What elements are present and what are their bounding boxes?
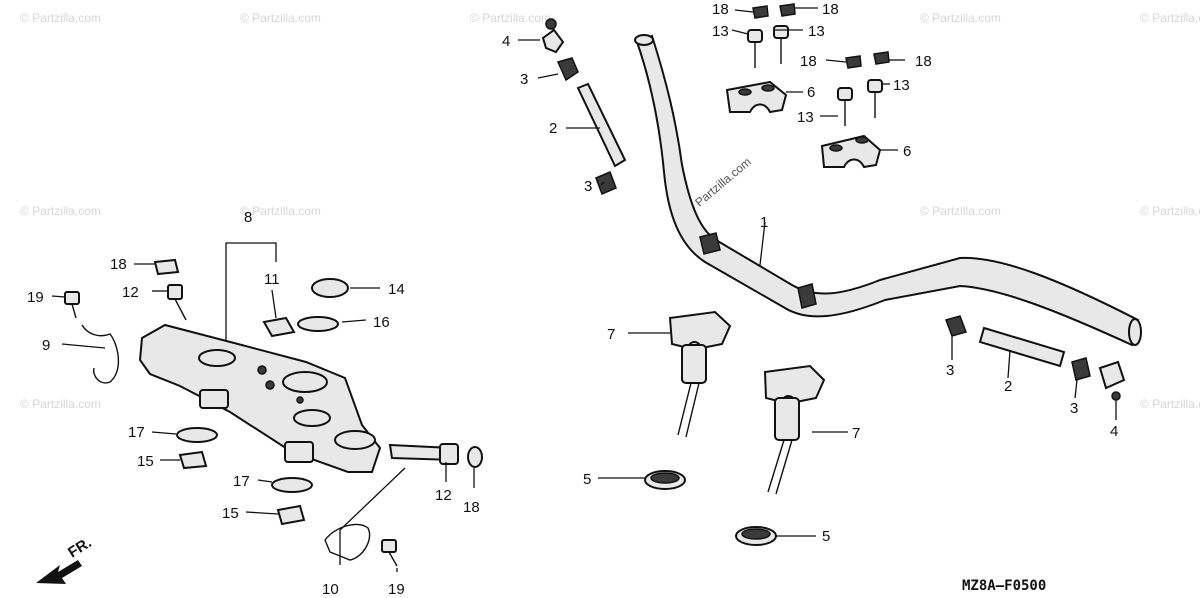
callout-17: 17 xyxy=(128,424,145,441)
callout-19: 19 xyxy=(27,289,44,306)
callout-18: 18 xyxy=(800,53,817,70)
watermark: © Partzilla.com xyxy=(1140,204,1200,218)
callout-7: 7 xyxy=(852,425,860,442)
upper-holder-2 xyxy=(820,134,882,169)
callout-5: 5 xyxy=(583,471,591,488)
bar-end-left xyxy=(541,18,627,195)
holder-bolts xyxy=(747,25,883,126)
watermark: © Partzilla.com xyxy=(240,11,321,25)
watermark: © Partzilla.com xyxy=(920,204,1001,218)
callout-19: 19 xyxy=(388,581,405,598)
callout-18: 18 xyxy=(822,1,839,18)
callout-7: 7 xyxy=(607,326,615,343)
callout-15: 15 xyxy=(222,505,239,522)
callout-14: 14 xyxy=(388,281,405,298)
callout-6: 6 xyxy=(903,143,911,160)
callout-12: 12 xyxy=(435,487,452,504)
front-direction-label: FR. xyxy=(65,534,95,561)
watermark: © Partzilla.com xyxy=(240,204,321,218)
top-bridge xyxy=(138,323,382,473)
holder-washers xyxy=(752,3,890,69)
callout-12: 12 xyxy=(122,284,139,301)
watermark: © Partzilla.com xyxy=(20,397,101,411)
callout-3: 3 xyxy=(520,71,528,88)
handlebar xyxy=(634,34,1142,347)
callout-18: 18 xyxy=(915,53,932,70)
callout-18: 18 xyxy=(110,256,127,273)
watermark: © Partzilla.com xyxy=(20,11,101,25)
upper-holder-1 xyxy=(725,80,788,114)
callout-6: 6 xyxy=(807,84,815,101)
watermark: © Partzilla.com xyxy=(470,11,551,25)
handle-post-2 xyxy=(763,364,826,495)
callout-2: 2 xyxy=(549,120,557,137)
callout-18: 18 xyxy=(463,499,480,516)
callout-16: 16 xyxy=(373,314,390,331)
dust-seals xyxy=(644,470,777,546)
callout-13: 13 xyxy=(712,23,729,40)
callout-4: 4 xyxy=(502,33,510,50)
callout-18: 18 xyxy=(712,1,729,18)
callout-3: 3 xyxy=(1070,400,1078,417)
watermark: © Partzilla.com xyxy=(1140,11,1200,25)
callout-1: 1 xyxy=(760,214,768,231)
callout-5: 5 xyxy=(822,528,830,545)
callout-4: 4 xyxy=(1110,423,1118,440)
callout-13: 13 xyxy=(797,109,814,126)
callout-3: 3 xyxy=(584,178,592,195)
callout-15: 15 xyxy=(137,453,154,470)
callout-17: 17 xyxy=(233,473,250,490)
callout-8: 8 xyxy=(244,209,252,226)
callout-13: 13 xyxy=(893,77,910,94)
callout-2: 2 xyxy=(1004,378,1012,395)
handle-post-1 xyxy=(668,310,732,438)
callout-3: 3 xyxy=(946,362,954,379)
callout-13: 13 xyxy=(808,23,825,40)
callout-11: 11 xyxy=(264,271,280,288)
watermark: © Partzilla.com xyxy=(1140,397,1200,411)
callout-10: 10 xyxy=(322,581,339,598)
top-bridge-fasteners xyxy=(64,258,483,567)
callout-labels: 1 2 2 3 3 3 3 4 4 5 5 6 6 7 7 8 9 10 11 … xyxy=(27,1,1118,598)
callout-9: 9 xyxy=(42,337,50,354)
diagram-code: MZ8A—F0500 xyxy=(962,578,1046,594)
bar-end-right xyxy=(945,315,1126,401)
leader-lines xyxy=(51,7,1117,572)
watermark: © Partzilla.com xyxy=(20,204,101,218)
front-direction-arrow: FR. xyxy=(36,534,95,584)
watermark: © Partzilla.com xyxy=(920,11,1001,25)
